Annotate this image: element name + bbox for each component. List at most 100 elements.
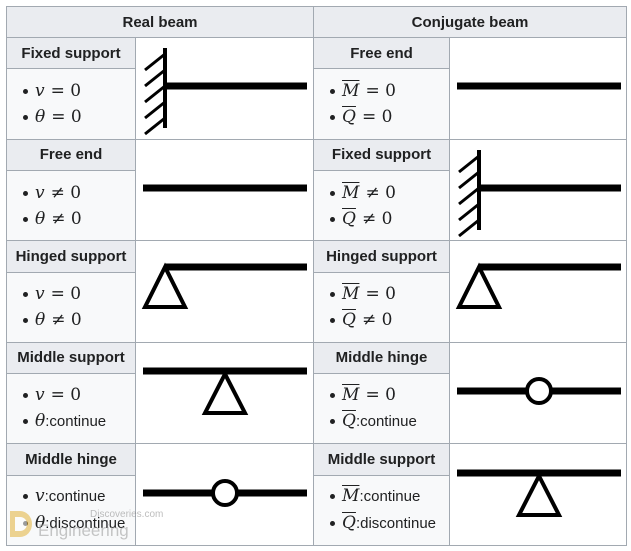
bullet-icon	[23, 115, 28, 121]
condition-symbol: M	[342, 81, 360, 102]
condition-value: :discontinue	[355, 515, 437, 533]
engineering-discoveries-logo-icon	[10, 511, 32, 537]
bullet-icon	[330, 292, 336, 298]
condition-item: v= 0	[23, 281, 135, 307]
condition-value: = 0	[51, 107, 82, 128]
bullet-icon	[330, 318, 336, 324]
real-conditions-cell: v:continue θ:discontinue	[6, 474, 136, 547]
fixed-support-diagram	[144, 48, 307, 136]
condition-item: Q:continue	[330, 408, 449, 435]
real-beam-diagram-cell	[134, 138, 315, 242]
condition-item: v:continue	[23, 483, 135, 510]
bullet-icon	[330, 494, 336, 500]
condition-value: = 0	[365, 284, 396, 305]
real-beam-diagram-cell	[134, 37, 315, 140]
condition-symbol: θ	[35, 208, 46, 229]
condition-symbol: Q	[342, 513, 356, 534]
bullet-icon	[330, 216, 336, 222]
bullet-icon	[23, 494, 28, 500]
condition-value: :discontinue	[45, 515, 126, 533]
condition-item: Q:discontinue	[330, 510, 449, 537]
condition-value: ≠ 0	[361, 310, 393, 331]
real-support-label: Free end	[6, 138, 136, 172]
middle-support-diagram	[143, 367, 307, 416]
bullet-icon	[330, 115, 336, 121]
conjugate-beam-diagram-cell	[449, 37, 628, 140]
condition-value: ≠ 0	[51, 208, 82, 229]
real-support-label: Hinged support	[6, 240, 136, 273]
condition-value: = 0	[365, 385, 396, 406]
condition-item: M≠ 0	[330, 180, 449, 206]
table-row: Hinged support Hinged support	[6, 240, 628, 343]
watermark-line1: Discoveries.com	[90, 509, 164, 520]
condition-item: Q= 0	[330, 104, 449, 130]
condition-symbol: Q	[342, 208, 356, 229]
condition-symbol: θ	[35, 310, 46, 331]
watermark-line2: Engineering	[38, 521, 129, 540]
real-beam-diagram-cell	[134, 341, 315, 445]
condition-item: Q≠ 0	[330, 206, 449, 232]
conjugate-support-label: Middle hinge	[313, 341, 451, 375]
watermark: Discoveries.com Engineering	[8, 505, 168, 547]
header-conjugate-beam: Conjugate beam	[313, 6, 628, 38]
free-end-diagram	[456, 82, 621, 90]
condition-symbol: v	[35, 385, 45, 406]
bullet-icon	[23, 393, 28, 399]
condition-symbol: θ	[35, 411, 46, 432]
condition-value: = 0	[365, 81, 396, 102]
condition-item: θ≠ 0	[23, 307, 135, 333]
condition-item: v≠ 0	[23, 180, 135, 206]
condition-symbol: Q	[342, 310, 356, 331]
condition-item: v= 0	[23, 382, 135, 408]
bullet-icon	[330, 190, 336, 196]
real-support-label: Fixed support	[6, 36, 136, 70]
condition-list: v:continue θ:discontinue	[7, 483, 135, 537]
condition-symbol: M	[342, 486, 360, 507]
bullet-icon	[23, 318, 28, 324]
bullet-icon	[330, 419, 336, 425]
real-support-label: Middle hinge	[6, 443, 136, 476]
condition-symbol: θ	[35, 513, 46, 534]
bullet-icon	[330, 89, 336, 95]
conjugate-beam-diagram-cell	[449, 240, 628, 343]
hinged-support-diagram	[141, 262, 307, 310]
condition-value: :continue	[44, 488, 106, 506]
header-real-beam: Real beam	[5, 6, 315, 38]
condition-symbol: v	[35, 81, 45, 102]
condition-item: θ:continue	[23, 408, 135, 435]
real-beam-diagram-cell	[134, 443, 315, 546]
condition-item: v= 0	[23, 78, 135, 104]
bullet-icon	[330, 521, 336, 527]
conjugate-beam-diagram-cell	[449, 341, 628, 445]
free-end-diagram	[143, 184, 307, 192]
fixed-support-diagram	[457, 149, 621, 238]
bullet-icon	[23, 216, 28, 222]
condition-value: ≠ 0	[365, 182, 396, 203]
condition-value: :continue	[355, 413, 417, 431]
conjugate-support-label: Hinged support	[313, 240, 451, 273]
condition-value: = 0	[50, 284, 82, 305]
condition-value: = 0	[50, 81, 82, 102]
bullet-icon	[23, 292, 28, 298]
condition-symbol: v	[35, 182, 45, 203]
condition-value: ≠ 0	[50, 182, 82, 203]
condition-symbol: M	[342, 385, 360, 406]
